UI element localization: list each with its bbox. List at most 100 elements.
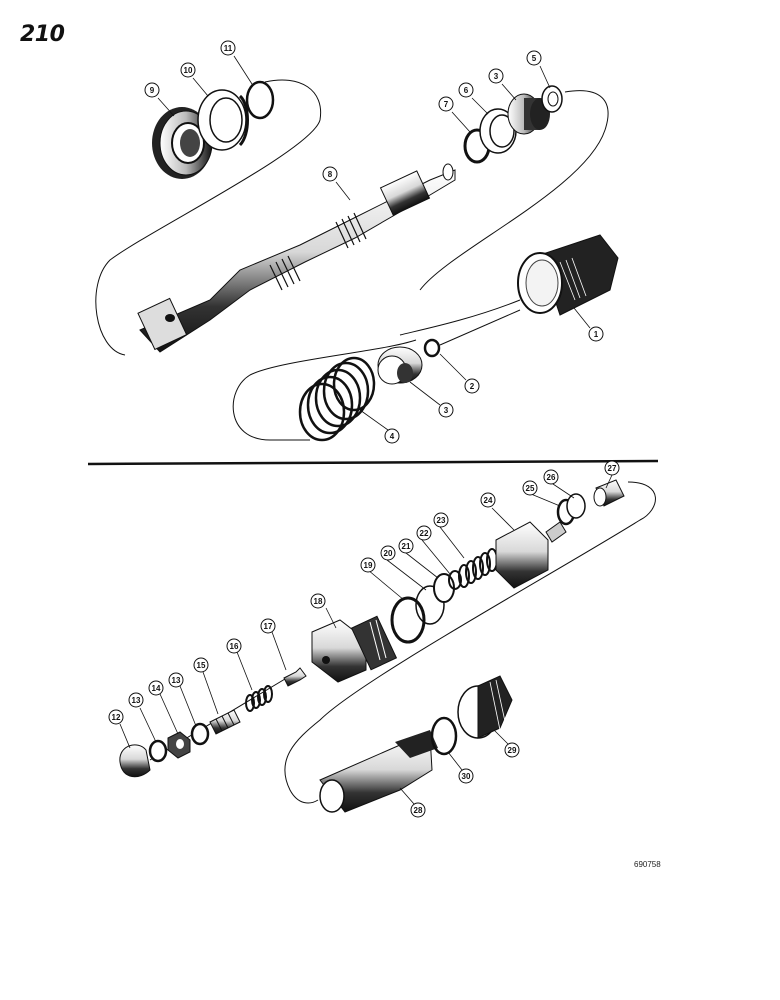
callout-label: 9 xyxy=(150,86,155,95)
part-22-ring xyxy=(448,570,462,590)
callout-circle xyxy=(168,672,184,688)
part-11-o-ring xyxy=(245,80,275,120)
callout-circle xyxy=(433,512,449,528)
callout-leaders xyxy=(119,55,613,805)
callout-c10: 10 xyxy=(180,62,196,78)
guide-line-top-right xyxy=(419,90,609,291)
callout-circle xyxy=(488,68,504,84)
part-13-washer-b xyxy=(190,722,210,746)
part-13-washer-a xyxy=(148,739,168,763)
callout-label: 22 xyxy=(420,529,429,538)
callout-label: 12 xyxy=(112,713,121,722)
callout-label: 4 xyxy=(390,432,395,441)
callout-circle xyxy=(108,709,124,725)
callout-c25: 25 xyxy=(522,480,538,496)
callout-circle xyxy=(322,166,338,182)
callout-c3a: 3 xyxy=(488,68,504,84)
callout-label: 8 xyxy=(328,170,333,179)
section-divider xyxy=(87,459,659,466)
callout-group: 9101176358123427262524232221201918171615… xyxy=(108,40,620,818)
callout-label: 27 xyxy=(608,464,617,473)
part-19-o-ring xyxy=(390,596,426,644)
callout-circle xyxy=(543,469,559,485)
callout-label: 3 xyxy=(444,406,449,415)
callout-c2: 2 xyxy=(464,378,480,394)
callout-c30: 30 xyxy=(458,768,474,784)
part-5-washer xyxy=(541,85,563,113)
callout-label: 28 xyxy=(414,806,423,815)
callout-circle xyxy=(438,402,454,418)
guide-line-spacer xyxy=(439,309,521,346)
callout-circle xyxy=(193,657,209,673)
callout-c22: 22 xyxy=(416,525,432,541)
callout-c3b: 3 xyxy=(438,402,454,418)
callout-circle xyxy=(458,768,474,784)
callout-label: 21 xyxy=(402,542,411,551)
callout-circle xyxy=(148,680,164,696)
callout-c26: 26 xyxy=(543,469,559,485)
callout-c27: 27 xyxy=(604,460,620,476)
callout-circle xyxy=(604,460,620,476)
callout-c23: 23 xyxy=(433,512,449,528)
part-14-nut xyxy=(167,731,191,759)
callout-circle xyxy=(128,692,144,708)
guide-line-top-left xyxy=(95,79,322,356)
callout-c12: 12 xyxy=(108,709,124,725)
callout-label: 16 xyxy=(230,642,239,651)
part-20-backup-ring xyxy=(415,585,445,625)
callout-c13a: 13 xyxy=(168,672,184,688)
callout-circle xyxy=(458,82,474,98)
callout-circle xyxy=(220,40,236,56)
part-30-o-ring xyxy=(430,716,458,756)
guide-line-middle xyxy=(232,299,521,441)
callout-c15: 15 xyxy=(193,657,209,673)
part-4-spring xyxy=(298,356,376,442)
part-12-acorn-nut xyxy=(119,744,151,778)
callout-label: 15 xyxy=(197,661,206,670)
callout-c6: 6 xyxy=(458,82,474,98)
callout-circle xyxy=(398,538,414,554)
callout-c28: 28 xyxy=(410,802,426,818)
callout-circle xyxy=(260,618,276,634)
callout-c17: 17 xyxy=(260,618,276,634)
part-27-bushing xyxy=(593,479,625,507)
callout-label: 14 xyxy=(152,684,161,693)
callout-circle xyxy=(226,638,242,654)
callout-label: 3 xyxy=(494,72,499,81)
callout-label: 17 xyxy=(264,622,273,631)
callout-circle xyxy=(384,428,400,444)
part-18-valve-body xyxy=(311,615,398,683)
callout-circle xyxy=(480,492,496,508)
part-3-retainer-bottom xyxy=(377,346,423,385)
part-26-washer xyxy=(566,493,586,519)
part-15-adjusting-screw xyxy=(209,709,241,735)
part-16-spring xyxy=(245,685,273,712)
callout-c14: 14 xyxy=(148,680,164,696)
callout-label: 6 xyxy=(464,86,469,95)
callout-c7: 7 xyxy=(438,96,454,112)
callout-c29: 29 xyxy=(504,742,520,758)
callout-label: 18 xyxy=(314,597,323,606)
callout-circle xyxy=(180,62,196,78)
callout-c16: 16 xyxy=(226,638,242,654)
part-23-spring xyxy=(458,548,498,588)
part-29-plug xyxy=(457,675,513,739)
callout-c9: 9 xyxy=(144,82,160,98)
callout-circle xyxy=(504,742,520,758)
callout-label: 10 xyxy=(184,66,193,75)
callout-c11: 11 xyxy=(220,40,236,56)
callout-label: 7 xyxy=(444,100,449,109)
callout-label: 26 xyxy=(547,473,556,482)
figure-code: 690758 xyxy=(634,860,661,869)
callout-c5: 5 xyxy=(526,50,542,66)
part-10-washer xyxy=(197,89,249,151)
callout-label: 24 xyxy=(484,496,493,505)
callout-circle xyxy=(416,525,432,541)
callout-c21: 21 xyxy=(398,538,414,554)
part-28-sleeve xyxy=(319,730,438,813)
callout-circle xyxy=(526,50,542,66)
callout-label: 25 xyxy=(526,484,535,493)
callout-label: 29 xyxy=(508,746,517,755)
